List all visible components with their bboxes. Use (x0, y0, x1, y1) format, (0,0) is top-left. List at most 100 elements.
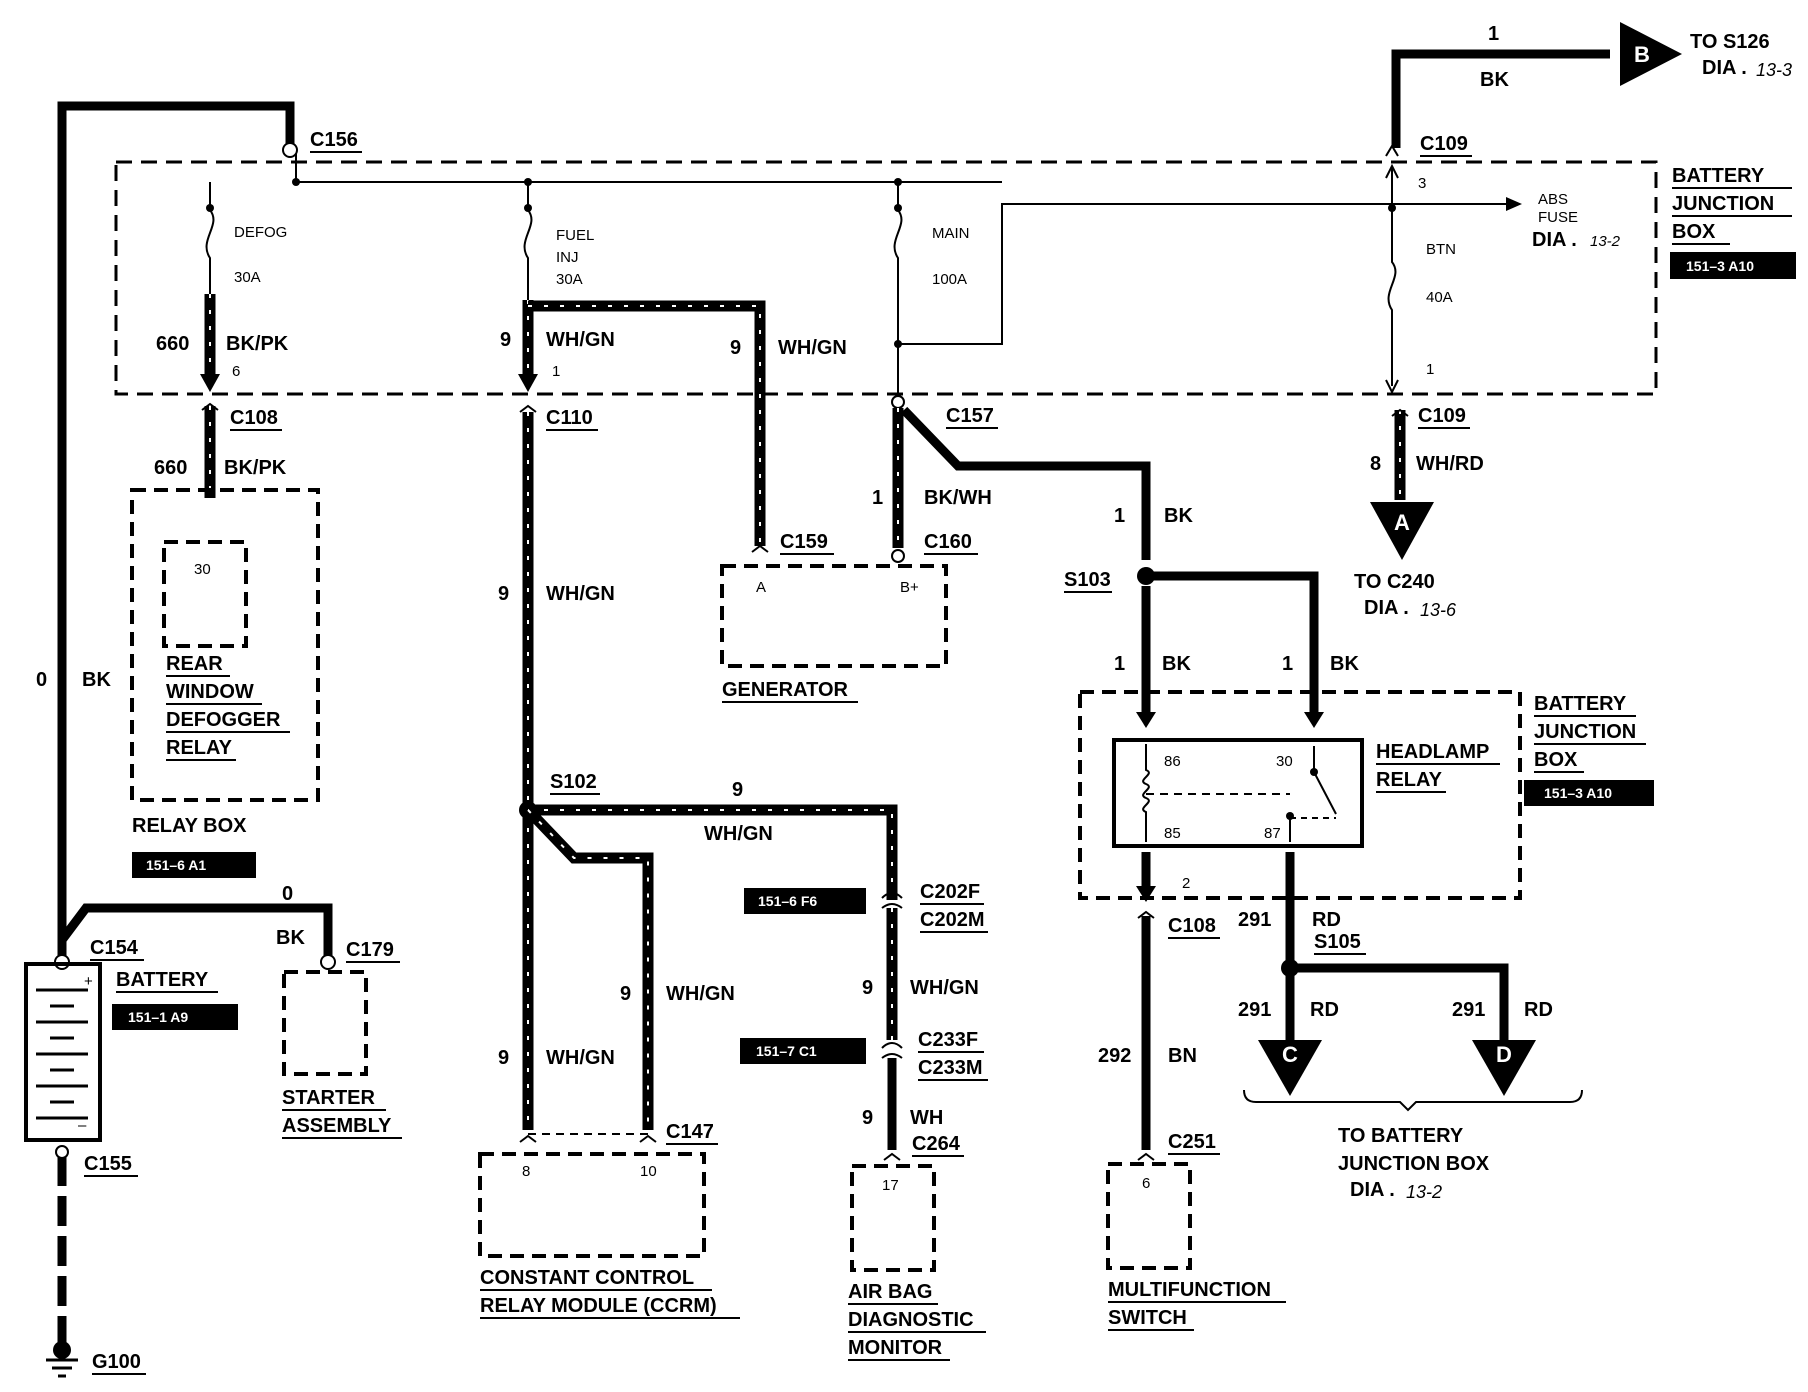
headlamp-relay-name-1: HEADLAMP (1376, 741, 1489, 763)
headlamp-pin-86: 86 (1164, 753, 1181, 770)
w0a-color: BK (82, 669, 111, 691)
offpage-b-arrow (1620, 22, 1682, 86)
w292-color: BN (1168, 1045, 1197, 1067)
w292-num: 292 (1098, 1045, 1131, 1067)
battery-minus: – (78, 1117, 87, 1134)
w9c-color: WH/GN (546, 583, 615, 605)
w1b-num: 1 (1114, 505, 1125, 527)
relay-coil-icon (1142, 744, 1337, 842)
w9d-num: 9 (732, 779, 743, 801)
connector-c157: C157 (946, 405, 994, 427)
multifunction-switch-box (1106, 1162, 1192, 1270)
offpage-a-to-1: TO C240 (1354, 571, 1435, 593)
headlamp-relay (1112, 738, 1364, 848)
connector-c202m: C202M (920, 909, 984, 931)
fuse-defog-rating: 30A (234, 269, 261, 286)
offpage-cd-to-3: DIA . (1350, 1179, 1395, 1201)
relay-box-label: RELAY BOX (132, 815, 247, 837)
generator-pin-bplus: B+ (900, 579, 919, 596)
offpage-d-letter: D (1496, 1042, 1512, 1067)
w1a-color: BK/WH (924, 487, 992, 509)
fuse-btn-rating: 40A (1426, 289, 1453, 306)
offpage-a-arrow (1370, 502, 1434, 560)
w291c-num: 291 (1452, 999, 1485, 1021)
relay-name-1: REAR (166, 653, 223, 675)
fuse-defog: DEFOG 30A 6 (205, 204, 287, 380)
bus-node (894, 178, 902, 186)
splice-s103-label: S103 (1064, 569, 1111, 591)
w9a-num: 9 (500, 329, 511, 351)
w1b-color: BK (1164, 505, 1193, 527)
connector-c156: C156 (310, 129, 358, 151)
wire-0-bk-starter (58, 903, 333, 958)
headlamp-pin-2: 2 (1182, 875, 1190, 892)
connector-c233f: C233F (918, 1029, 978, 1051)
w0a-num: 0 (36, 669, 47, 691)
ccrm-pin-8: 8 (522, 1163, 530, 1180)
junction-box-title-3: BOX (1672, 221, 1716, 243)
offpage-b-letter: B (1634, 42, 1650, 67)
generator-box (720, 564, 948, 668)
battery-plus: + (84, 973, 93, 990)
headlamp-relay-name-2: RELAY (1376, 769, 1443, 791)
relay-pin-30: 30 (194, 561, 211, 578)
fuse-fuel-inj-name-1: FUEL (556, 227, 594, 244)
w0b-color: BK (276, 927, 305, 949)
w660b-num: 660 (154, 457, 187, 479)
airbag-monitor-box (850, 1164, 936, 1272)
bus-node (292, 178, 300, 186)
wire-9-wh-gn-generator (528, 300, 766, 546)
ccrm-pin-10: 10 (640, 1163, 657, 1180)
w1e-color: BK (1480, 69, 1509, 91)
offpage-a-letter: A (1394, 510, 1410, 535)
headlamp-box-title-2: JUNCTION (1534, 721, 1636, 743)
ground-g100: G100 (92, 1351, 141, 1373)
fuse-main: MAIN 100A (893, 197, 1522, 400)
w1d-color: BK (1330, 653, 1359, 675)
tag-151-6-f6 (744, 888, 866, 914)
headlamp-box-tag (1524, 780, 1654, 806)
connector-c160: C160 (924, 531, 972, 553)
junction-box-title-1: BATTERY (1672, 165, 1765, 187)
fuse-defog-name: DEFOG (234, 224, 287, 241)
starter-name-2: ASSEMBLY (282, 1115, 392, 1137)
relay-name-2: WINDOW (166, 681, 254, 703)
abs-fuse-dia-num: 13-2 (1590, 233, 1621, 250)
junction-box-title-2: JUNCTION (1672, 193, 1774, 215)
battery-label: BATTERY (116, 969, 209, 991)
w660b-color: BK/PK (224, 457, 287, 479)
abs-fuse-line-2: FUSE (1538, 209, 1578, 226)
tag-151-7-c1 (740, 1038, 866, 1064)
battery-icon (24, 962, 102, 1142)
wire-1-bk-s103 (900, 406, 1151, 560)
splice-s102-label: S102 (550, 771, 597, 793)
fuse-fuel-inj-name-2: INJ (556, 249, 579, 266)
tag-151-6-f6-text: 151–6 F6 (758, 893, 817, 909)
ccrm-box (478, 1152, 706, 1258)
battery-tag (112, 1004, 238, 1030)
fuse-btn-pin-bottom: 1 (1426, 361, 1434, 378)
fuse-btn-pin-top: 3 (1418, 175, 1426, 192)
starter-assembly-box (282, 970, 368, 1076)
w9e-color: WH/GN (666, 983, 735, 1005)
connector-c179: C179 (346, 939, 394, 961)
w9h-color: WH (910, 1107, 943, 1129)
w660a-color: BK/PK (226, 333, 289, 355)
w291a-color: RD (1312, 909, 1341, 931)
connector-c251: C251 (1168, 1131, 1216, 1153)
w660a-num: 660 (156, 333, 189, 355)
connector-c109-top: C109 (1420, 133, 1468, 155)
headlamp-pin-87: 87 (1264, 825, 1281, 842)
fuse-fuel-inj-pin: 1 (552, 363, 560, 380)
offpage-cd-to-1: TO BATTERY (1338, 1125, 1464, 1147)
relay-name-4: RELAY (166, 737, 233, 759)
w9h-num: 9 (862, 1107, 873, 1129)
fuse-fuel-inj-rating: 30A (556, 271, 583, 288)
w291a-num: 291 (1238, 909, 1271, 931)
fuse-defog-pin: 6 (232, 363, 240, 380)
offpage-d-arrow (1472, 1040, 1536, 1096)
ground-icon (46, 1341, 78, 1378)
w291b-num: 291 (1238, 999, 1271, 1021)
connector-c109-bottom: C109 (1418, 405, 1466, 427)
